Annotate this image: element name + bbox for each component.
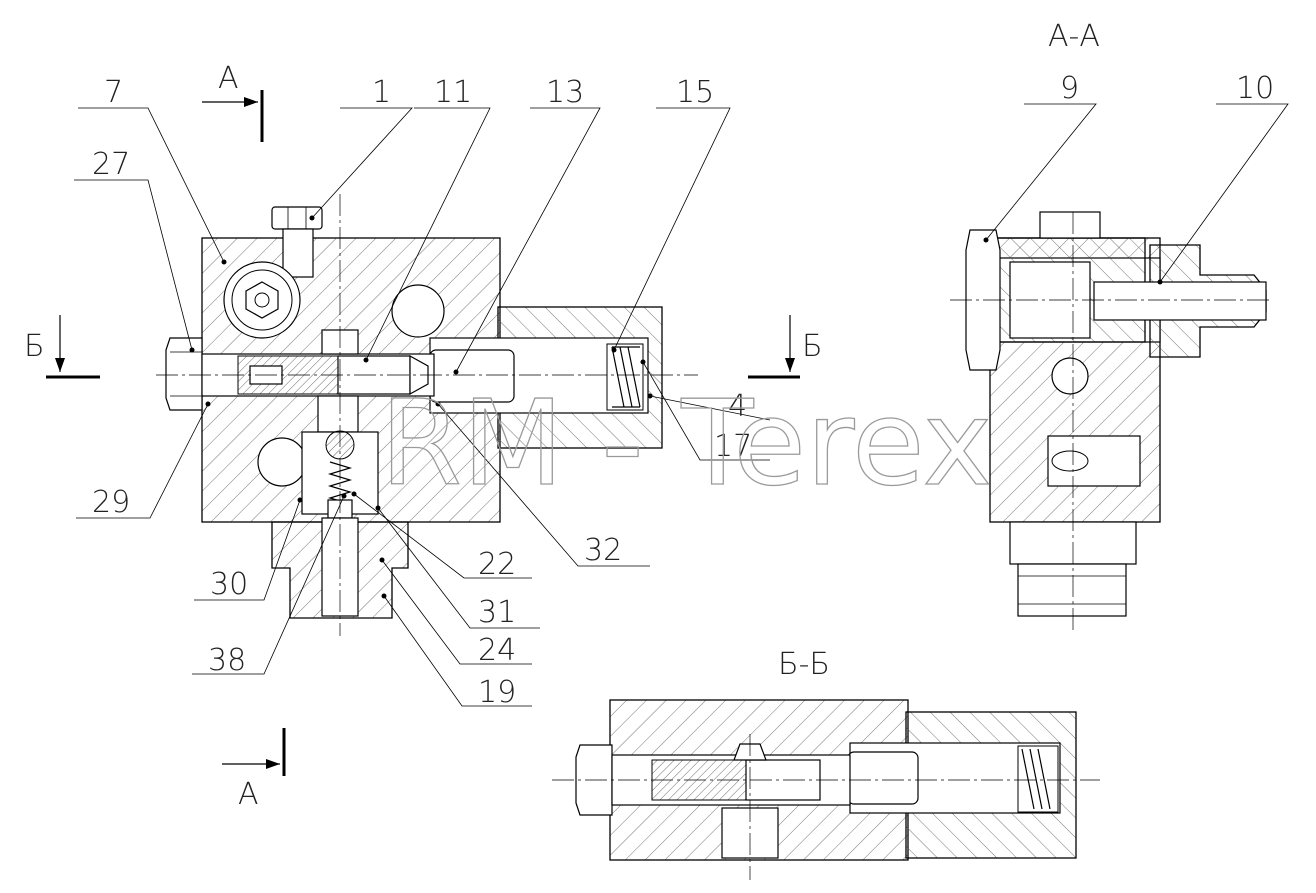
section-labels: А А Б Б А-А Б-Б	[24, 19, 1100, 812]
callout-10: 10	[1236, 71, 1274, 106]
callout-13: 13	[546, 75, 584, 110]
callout-38: 38	[208, 643, 246, 678]
section-mark-a-bottom: А	[238, 777, 259, 812]
callout-24: 24	[478, 633, 516, 668]
callout-15: 15	[676, 75, 714, 110]
callout-11: 11	[434, 75, 472, 110]
section-mark-a-top: А	[218, 61, 239, 96]
callout-27: 27	[92, 147, 130, 182]
section-bb-view	[552, 699, 1100, 880]
callout-30: 30	[210, 567, 248, 602]
callout-9: 9	[1060, 71, 1079, 106]
callout-22: 22	[478, 547, 516, 582]
spring-22	[327, 461, 353, 505]
callout-labels: 7 1 11 13 15 27 4 17 29 32 22 30 31 24 3…	[92, 71, 1274, 710]
section-mark-b-right: Б	[802, 329, 823, 364]
port-lower	[257, 437, 307, 487]
bolt-1	[271, 206, 323, 278]
main-view	[156, 194, 698, 636]
callout-29: 29	[92, 485, 130, 520]
section-mark-b-left: Б	[24, 329, 45, 364]
bb-plunger	[847, 751, 919, 805]
callout-31: 31	[478, 595, 516, 630]
plug-27	[165, 337, 203, 411]
section-aa-view	[950, 211, 1270, 632]
bb-spring	[1017, 745, 1059, 813]
callout-1: 1	[372, 75, 391, 110]
port-round-7	[223, 261, 301, 339]
port-upper	[391, 284, 445, 338]
callout-32: 32	[584, 533, 622, 568]
callout-19: 19	[478, 675, 516, 710]
spring-15	[606, 343, 644, 411]
section-title-aa: А-А	[1048, 19, 1100, 54]
section-title-bb: Б-Б	[778, 647, 830, 682]
callout-4: 4	[728, 389, 747, 424]
callout-17: 17	[714, 429, 752, 464]
callout-7: 7	[104, 75, 123, 110]
aa-bolt-head	[1039, 211, 1101, 239]
leader-lines	[74, 103, 1289, 707]
watermark: RM - Terex	[380, 374, 992, 512]
section-arrows	[46, 90, 800, 776]
